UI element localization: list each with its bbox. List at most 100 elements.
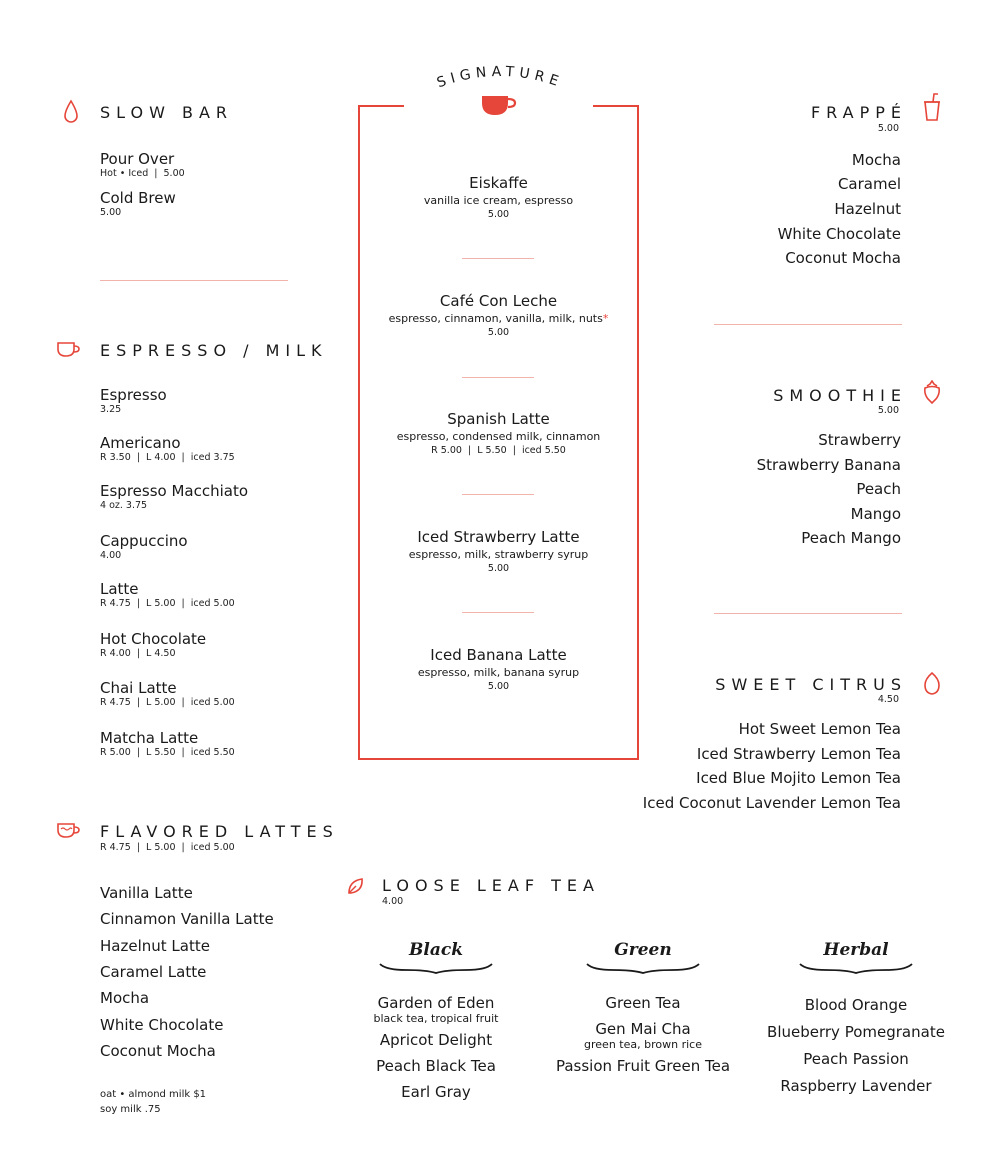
list-item: Coconut Mocha bbox=[100, 1042, 216, 1060]
item-price: R 4.00 | L 4.50 bbox=[100, 648, 176, 659]
list-item: Caramel bbox=[837, 175, 901, 193]
section-price: 5.00 bbox=[877, 405, 899, 416]
list-item: Mocha bbox=[100, 989, 150, 1007]
item-price: R 5.00 | L 5.50 | iced 5.50 bbox=[100, 747, 235, 758]
item-name: Café Con Leche bbox=[439, 292, 558, 310]
list-item: Hazelnut bbox=[834, 200, 901, 218]
section-title: LOOSE LEAF TEA bbox=[382, 876, 600, 895]
item-price: 5.00 bbox=[487, 327, 510, 338]
signature-item: Eiskaffe vanilla ice cream, espresso 5.0… bbox=[360, 174, 637, 222]
signature-item: Iced Strawberry Latte espresso, milk, st… bbox=[360, 528, 637, 576]
footnote-line: oat • almond milk $1 bbox=[100, 1089, 207, 1100]
tea-name: Raspberry Lavender bbox=[780, 1077, 932, 1095]
item-name: Spanish Latte bbox=[447, 410, 550, 428]
tea-name: Gen Mai Cha bbox=[595, 1020, 691, 1038]
divider bbox=[714, 324, 902, 325]
divider bbox=[462, 494, 534, 495]
item-name: Iced Strawberry Latte bbox=[417, 528, 580, 546]
item-price: Hot • Iced | 5.00 bbox=[100, 168, 185, 179]
list-item: White Chocolate bbox=[777, 225, 901, 243]
item-price: 5.00 bbox=[487, 681, 510, 692]
tea-name: Passion Fruit Green Tea bbox=[555, 1057, 731, 1075]
allergen-star: * bbox=[602, 312, 609, 325]
item-description: vanilla ice cream, espresso bbox=[423, 194, 574, 207]
menu-item: Chai Latte R 4.75 | L 5.00 | iced 5.00 bbox=[100, 679, 235, 709]
tea-name: Peach Black Tea bbox=[376, 1057, 496, 1075]
list-item: Peach Mango bbox=[801, 529, 901, 547]
item-name: Chai Latte bbox=[100, 679, 177, 697]
signature-frame-top-right bbox=[593, 105, 639, 107]
svg-text:SIGNATURE: SIGNATURE bbox=[435, 64, 565, 91]
section-price: 5.00 bbox=[877, 123, 899, 134]
signature-title: SIGNATURE bbox=[435, 64, 565, 91]
flourish-divider bbox=[799, 963, 913, 974]
strawberry-icon bbox=[924, 380, 940, 404]
list-item: Vanilla Latte bbox=[100, 884, 193, 902]
tea-column-herbal: Herbal Blood Orange Blueberry Pomegranat… bbox=[756, 940, 956, 1095]
leaf-icon bbox=[348, 878, 363, 894]
list-item: Caramel Latte bbox=[100, 963, 207, 981]
list-item: Mango bbox=[850, 505, 901, 523]
menu-item: Cappuccino 4.00 bbox=[100, 532, 188, 562]
section-price: 4.00 bbox=[382, 896, 404, 907]
menu-item: Cold Brew 5.00 bbox=[100, 189, 176, 219]
list-item: Iced Coconut Lavender Lemon Tea bbox=[642, 794, 901, 812]
tea-category-label: Herbal bbox=[823, 940, 889, 960]
signature-item: Spanish Latte espresso, condensed milk, … bbox=[360, 410, 637, 458]
item-price: R 4.75 | L 5.00 | iced 5.00 bbox=[100, 598, 235, 609]
item-price: R 3.50 | L 4.00 | iced 3.75 bbox=[100, 452, 235, 463]
item-name: Espresso Macchiato bbox=[100, 482, 249, 500]
section-title: SWEET CITRUS bbox=[715, 675, 907, 694]
tea-category-label: Green bbox=[614, 940, 672, 960]
tea-column-black: Black Garden of Eden black tea, tropical… bbox=[336, 940, 536, 1101]
item-price: 5.00 bbox=[100, 207, 122, 218]
item-name: Matcha Latte bbox=[100, 729, 199, 747]
item-description: espresso, condensed milk, cinnamon bbox=[396, 430, 601, 443]
item-name: Iced Banana Latte bbox=[430, 646, 567, 664]
list-item: Coconut Mocha bbox=[785, 249, 901, 267]
signature-frame bbox=[358, 105, 639, 760]
item-name: Americano bbox=[100, 434, 181, 452]
flourish-divider bbox=[586, 963, 700, 974]
section-title: FLAVORED LATTES bbox=[100, 822, 339, 841]
tea-description: black tea, tropical fruit bbox=[373, 1012, 499, 1025]
tea-name: Apricot Delight bbox=[379, 1031, 493, 1049]
list-item: White Chocolate bbox=[100, 1016, 224, 1034]
menu-item: Matcha Latte R 5.00 | L 5.50 | iced 5.50 bbox=[100, 729, 235, 759]
list-item: Iced Blue Mojito Lemon Tea bbox=[696, 769, 901, 787]
section-title: SLOW BAR bbox=[100, 103, 234, 122]
item-price: 3.25 bbox=[100, 404, 122, 415]
item-price: 5.00 bbox=[487, 209, 510, 220]
item-name: Cappuccino bbox=[100, 532, 188, 550]
signature-frame-top-left bbox=[358, 105, 404, 107]
signature-item: Café Con Leche espresso, cinnamon, vanil… bbox=[360, 292, 637, 340]
item-price: 4.00 bbox=[100, 550, 122, 561]
item-description: espresso, milk, banana syrup bbox=[417, 666, 580, 679]
item-price: R 4.75 | L 5.00 | iced 5.00 bbox=[100, 697, 235, 708]
item-description: espresso, milk, strawberry syrup bbox=[408, 548, 589, 561]
drop-icon bbox=[64, 99, 78, 123]
item-name: Latte bbox=[100, 580, 139, 598]
section-title: ESPRESSO / MILK bbox=[100, 341, 328, 360]
item-name: Eiskaffe bbox=[469, 174, 528, 192]
milk-upcharge-note: oat • almond milk $1 soy milk .75 bbox=[100, 1087, 206, 1117]
list-item: Strawberry bbox=[818, 431, 901, 449]
tea-category-label: Black bbox=[409, 940, 463, 960]
lemon-icon bbox=[924, 671, 940, 695]
item-price: R 5.00 | L 5.50 | iced 5.50 bbox=[431, 445, 566, 456]
item-name: Espresso bbox=[100, 386, 167, 404]
coffee-cup-icon bbox=[482, 96, 517, 115]
divider bbox=[714, 613, 902, 614]
list-item: Strawberry Banana bbox=[756, 456, 901, 474]
tea-name: Blueberry Pomegranate bbox=[767, 1023, 945, 1041]
item-name: Cold Brew bbox=[100, 189, 176, 207]
list-item: Hot Sweet Lemon Tea bbox=[738, 720, 901, 738]
tea-name: Blood Orange bbox=[804, 996, 908, 1014]
menu-item: Latte R 4.75 | L 5.00 | iced 5.00 bbox=[100, 580, 235, 610]
tea-column-green: Green Green Tea Gen Mai Cha green tea, b… bbox=[543, 940, 743, 1075]
section-title: FRAPPÉ bbox=[810, 103, 907, 122]
tea-name: Earl Gray bbox=[401, 1083, 471, 1101]
divider bbox=[462, 258, 534, 259]
item-name: Hot Chocolate bbox=[100, 630, 207, 648]
menu-item: Espresso Macchiato 4 oz. 3.75 bbox=[100, 482, 248, 512]
